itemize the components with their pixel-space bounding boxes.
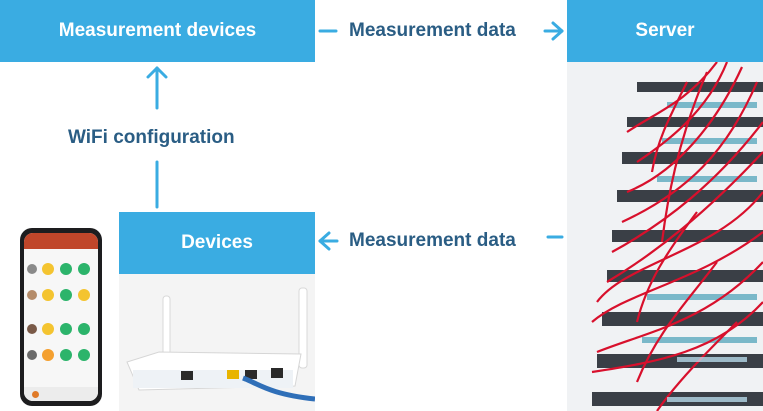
measurement-data-bottom-label: Measurement data: [349, 230, 516, 251]
devices-label: Devices: [181, 232, 253, 253]
reading-dot: [60, 263, 72, 275]
server-box: Server: [567, 0, 763, 62]
nav-home-icon: [32, 391, 39, 398]
reading-dot: [42, 263, 54, 275]
avatar: [27, 324, 37, 334]
arrow-left-to-devices: [318, 231, 339, 251]
reading-dot: [42, 349, 54, 361]
router-drawing: [119, 274, 315, 411]
reading-dot: [60, 289, 72, 301]
devices-box: Devices: [119, 212, 315, 274]
reading-dot: [78, 289, 90, 301]
phone-app-header: [24, 233, 98, 249]
measurement-devices-label: Measurement devices: [58, 20, 257, 41]
arrow-up-to-measurement-devices: [146, 66, 168, 110]
phone-body: [20, 228, 102, 406]
reading-dot: [60, 349, 72, 361]
reading-dot: [78, 323, 90, 335]
measurement-data-top-label: Measurement data: [349, 20, 516, 41]
wifi-router-image: [119, 274, 315, 411]
reading-dot: [42, 289, 54, 301]
avatar: [27, 290, 37, 300]
reading-dot: [60, 323, 72, 335]
reading-dot: [78, 263, 90, 275]
arrow-right-to-server: [543, 21, 564, 41]
phone-screen: [24, 233, 98, 401]
measurement-devices-box: Measurement devices: [0, 0, 315, 62]
server-rack-image: [567, 62, 763, 411]
avatar: [27, 264, 37, 274]
reading-dot: [42, 323, 54, 335]
phone-bottom-nav: [24, 387, 98, 401]
wifi-configuration-label: WiFi configuration: [68, 127, 235, 148]
avatar: [27, 350, 37, 360]
reading-dot: [78, 349, 90, 361]
smartphone-image: [0, 212, 119, 411]
server-label: Server: [635, 20, 695, 41]
server-rack-drawing: [567, 62, 763, 411]
